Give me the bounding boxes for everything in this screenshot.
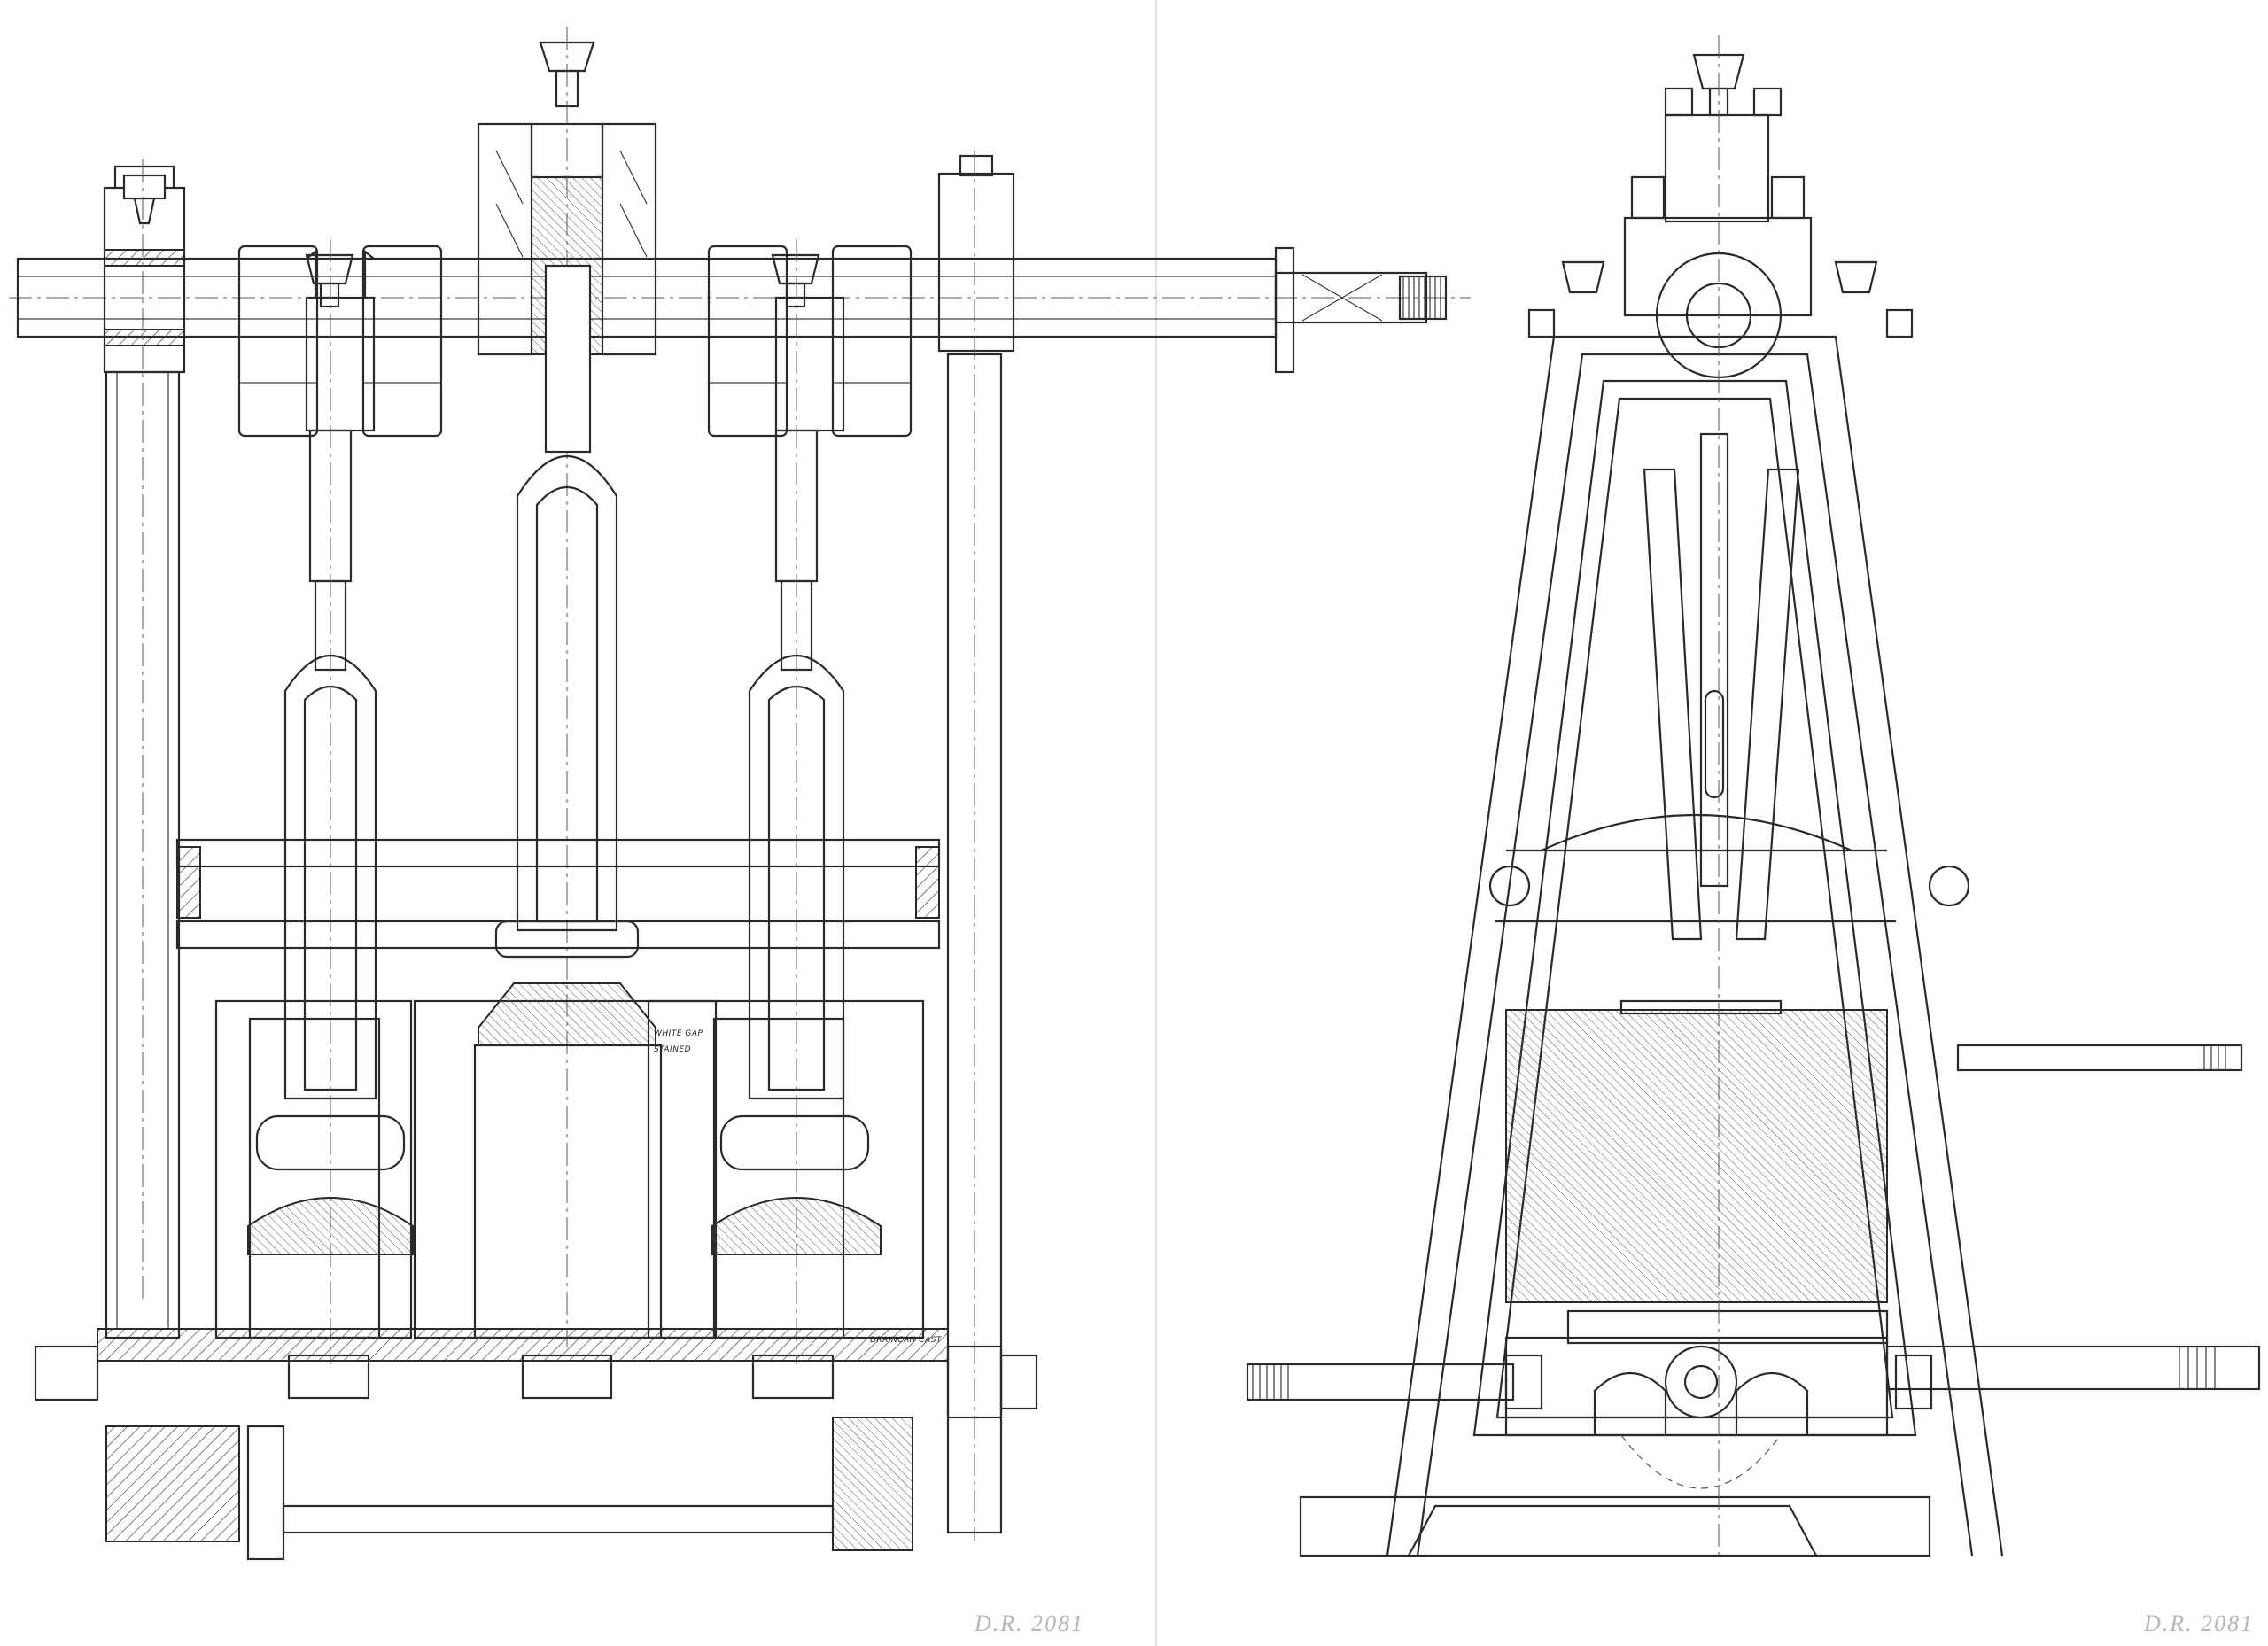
note-stained: STAINED <box>654 1045 692 1054</box>
a-frame-inner-loop-edge <box>1495 397 1894 1419</box>
connecting-rod-right <box>748 239 845 1364</box>
crankcase-end <box>1504 1336 1889 1489</box>
base-arch <box>1408 1504 1817 1557</box>
crankshaft <box>9 246 1471 374</box>
engine-base <box>1299 1495 1931 1557</box>
drawing-reference-left: D.R. 2081 <box>975 1611 1085 1636</box>
a-frame-outer <box>1386 335 2004 1557</box>
connecting-rod-left <box>284 239 377 1364</box>
cylinder-block <box>1505 1009 1888 1303</box>
oil-cup-left <box>305 253 354 308</box>
left-main-bearing <box>103 159 186 1339</box>
end-view-rods <box>1643 432 1800 941</box>
cylinder-center <box>413 982 718 1339</box>
cylinder-left <box>214 999 414 1339</box>
side-shaft-left <box>1246 1363 1515 1401</box>
crank-web-center <box>477 27 657 1347</box>
oil-cup-right <box>771 253 820 308</box>
frame-cross-member <box>175 838 941 950</box>
crank-web-left <box>237 245 443 438</box>
left-sectional-view <box>9 27 1471 1561</box>
note-white-gap: WHITE GAP <box>654 1029 703 1038</box>
a-frame-outer-inner-edge <box>1416 353 1974 1557</box>
right-frame-column <box>937 151 1015 1541</box>
shaft-thread <box>1402 276 1441 319</box>
right-end-view <box>1246 35 2261 1559</box>
side-bolts <box>1488 865 1970 1410</box>
top-bearing-housing <box>1527 35 1914 1559</box>
cross-brace-arch <box>1541 813 1852 852</box>
side-shaft-right <box>1885 1044 2261 1391</box>
drawing-reference-right: D.R. 2081 <box>2144 1611 2255 1636</box>
crank-web-right <box>707 245 913 438</box>
crankcase-base <box>34 1328 1038 1561</box>
note-draincan-cast: DRAINCAN CAST <box>870 1336 942 1345</box>
